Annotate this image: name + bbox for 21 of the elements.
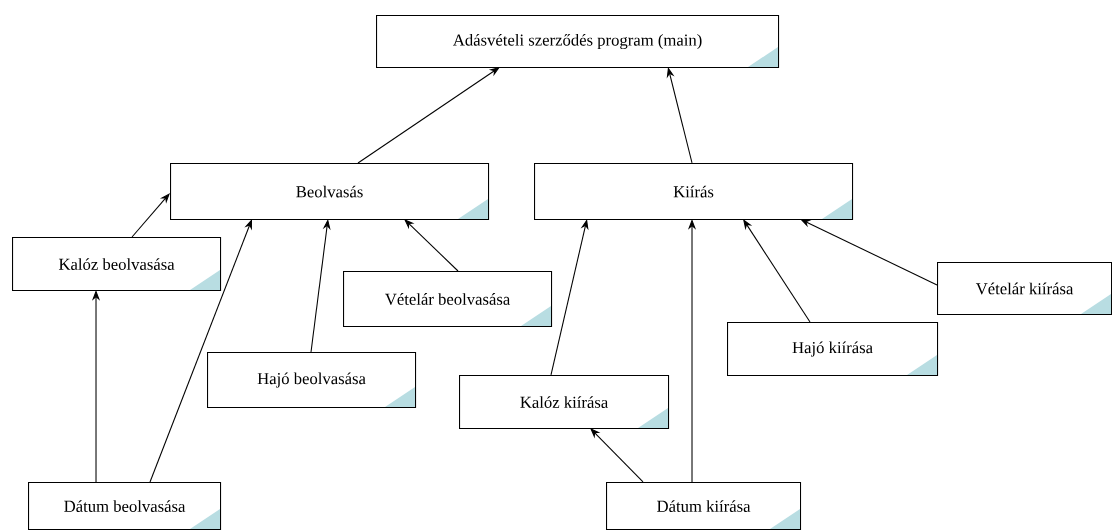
process-box: Vételár kiírása [937, 262, 1112, 316]
arrow [310, 219, 331, 353]
process-box: Vételár beolvasása [343, 271, 553, 328]
arrow [131, 193, 170, 238]
process-box: Dátum kiírása [606, 482, 802, 530]
process-box: Beolvasás [170, 163, 490, 221]
process-box: Hajó beolvasása [207, 352, 417, 409]
arrow [800, 219, 938, 286]
process-box: Kalóz beolvasása [12, 237, 222, 292]
arrow [550, 219, 589, 376]
arrow [149, 219, 252, 483]
process-box: Kiírás [534, 163, 854, 221]
arrow [404, 219, 459, 272]
arrow [357, 67, 500, 164]
arrow [743, 219, 811, 323]
arrow [590, 428, 644, 483]
process-box: Adásvételi szerződés program (main) [376, 15, 780, 69]
process-box: Hajó kiírása [727, 322, 939, 377]
process-box: Kalóz kiírása [459, 375, 670, 430]
arrow [666, 67, 693, 164]
process-box: Dátum beolvasása [28, 482, 222, 530]
